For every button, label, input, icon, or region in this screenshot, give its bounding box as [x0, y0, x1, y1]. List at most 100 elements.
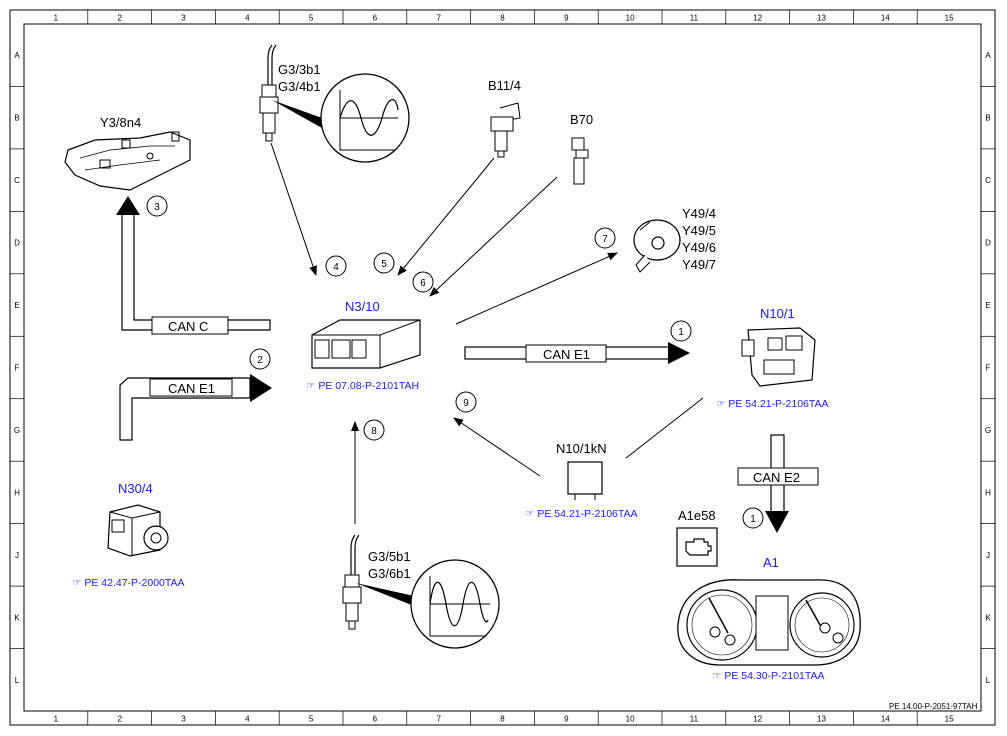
grid-column-3-top: 3	[181, 14, 186, 23]
numbered-markers: 3 4 5 6 7 1 2 9 8 1	[146, 195, 764, 529]
grid-column-14-top: 14	[881, 14, 890, 23]
n30-4-reference[interactable]: ☞ PE 42.47-P-2000TAA	[72, 577, 185, 589]
grid-row-L-left: L	[15, 676, 20, 685]
diagram-frame	[9, 9, 996, 726]
n3-10-label: N3/10	[345, 299, 380, 314]
grid-column-15-top: 15	[945, 14, 954, 23]
pointing-hand-icon: ☞	[525, 508, 537, 520]
n3-10-reference[interactable]: ☞ PE 07.08-P-2101TAH	[306, 380, 419, 392]
marker-3: 3	[146, 195, 168, 217]
can-e1-left-bus: CAN E1	[119, 374, 272, 441]
grid-column-8-bottom: 8	[500, 715, 505, 724]
a1e58-warning-lamp: A1e58	[676, 508, 718, 567]
line-relay-to-n10-1	[625, 397, 704, 459]
grid-row-F-left: F	[15, 364, 20, 373]
grid-column-1-top: 1	[54, 14, 59, 23]
b11-4-sensor: B11/4	[488, 78, 521, 158]
grid-row-D-left: D	[14, 239, 20, 248]
grid-row-A-left: A	[14, 51, 20, 60]
can-e1-right-bus: CAN E1	[464, 342, 690, 364]
svg-text:6: 6	[420, 278, 426, 289]
grid-column-9-bottom: 9	[564, 715, 569, 724]
grid-row-J-right: J	[986, 551, 990, 560]
svg-text:8: 8	[371, 426, 377, 437]
grid-column-11-bottom: 11	[690, 715, 699, 724]
grid-column-12-bottom: 12	[753, 715, 762, 724]
grid-column-1-bottom: 1	[54, 715, 59, 724]
a1-label: A1	[763, 555, 779, 570]
grid-column-5-top: 5	[309, 14, 314, 23]
grid-row-C-right: C	[985, 176, 991, 185]
grid-column-7-bottom: 7	[436, 715, 441, 724]
marker-2: 2	[249, 348, 271, 370]
n30-4-label: N30/4	[118, 481, 153, 496]
y49-6-label: Y49/6	[682, 240, 716, 255]
marker-6: 6	[412, 271, 434, 293]
svg-text:4: 4	[333, 262, 339, 273]
pointing-hand-icon: ☞	[306, 380, 318, 392]
grid-row-B-left: B	[14, 114, 19, 123]
g3-3b1-label: G3/3b1	[278, 62, 321, 77]
grid-row-D-right: D	[985, 239, 991, 248]
line-ecu-to-y49	[455, 252, 618, 325]
can-e1-right-label: CAN E1	[543, 347, 590, 362]
grid-column-12-top: 12	[753, 14, 762, 23]
grid-row-A-right: A	[985, 51, 991, 60]
n10-1kn-label: N10/1kN	[556, 441, 607, 456]
svg-text:7: 7	[602, 234, 608, 245]
grid-column-6-bottom: 6	[373, 715, 378, 724]
b11-4-label: B11/4	[488, 78, 521, 93]
svg-text:5: 5	[381, 259, 387, 270]
line-g3-to-ecu	[270, 142, 317, 276]
g3-4b1-label: G3/4b1	[278, 79, 321, 94]
marker-7: 7	[594, 227, 616, 249]
grid-row-B-right: B	[985, 114, 990, 123]
can-e1-left-label: CAN E1	[168, 381, 215, 396]
grid-row-G-left: G	[14, 426, 20, 435]
svg-text:2: 2	[257, 355, 263, 366]
grid-row-E-left: E	[14, 301, 19, 310]
n30-4-esp-unit: N30/4 ☞ PE 42.47-P-2000TAA	[72, 481, 185, 589]
g3-lower-oxygen-sensor: G3/5b1 G3/6b1	[342, 534, 500, 649]
a1-reference[interactable]: ☞ PE 54.30-P-2101TAA	[712, 670, 825, 682]
y3-8n4-label: Y3/8n4	[100, 115, 141, 130]
g3-6b1-label: G3/6b1	[368, 566, 411, 581]
grid-columns: 1122334455667788991010111112121313141415…	[54, 10, 954, 725]
y49-7-label: Y49/7	[682, 257, 716, 272]
g3-5b1-label: G3/5b1	[368, 549, 411, 564]
grid-row-C-left: C	[14, 176, 20, 185]
y49-camshaft-actuator: Y49/4 Y49/5 Y49/6 Y49/7	[633, 206, 716, 273]
grid-row-E-right: E	[985, 301, 990, 310]
grid-column-14-bottom: 14	[881, 715, 890, 724]
grid-column-13-bottom: 13	[817, 715, 826, 724]
grid-row-L-right: L	[986, 676, 991, 685]
pointing-hand-icon: ☞	[716, 398, 728, 410]
grid-column-13-top: 13	[817, 14, 826, 23]
marker-1-can-e1: 1	[670, 320, 692, 342]
b70-label: B70	[570, 112, 593, 127]
grid-column-7-top: 7	[436, 14, 441, 23]
b70-sensor: B70	[570, 112, 593, 185]
marker-8: 8	[363, 419, 385, 441]
a1e58-label: A1e58	[678, 508, 716, 523]
y49-4-label: Y49/4	[682, 206, 716, 221]
n3-10-engine-control-unit: N3/10 ☞ PE 07.08-P-2101TAH	[306, 299, 421, 392]
n10-1-reference[interactable]: ☞ PE 54.21-P-2106TAA	[716, 398, 829, 410]
can-c-label: CAN C	[168, 319, 208, 334]
grid-column-9-top: 9	[564, 14, 569, 23]
n10-1-control-unit: N10/1 ☞ PE 54.21-P-2106TAA	[716, 306, 829, 410]
svg-text:9: 9	[463, 398, 469, 409]
grid-column-4-bottom: 4	[245, 715, 250, 724]
grid-column-2-top: 2	[117, 14, 122, 23]
n10-1kn-reference[interactable]: ☞ PE 54.21-P-2106TAA	[525, 508, 638, 520]
svg-text:1: 1	[750, 514, 756, 525]
line-relay-to-ecu	[453, 417, 541, 477]
grid-column-10-top: 10	[626, 14, 635, 23]
grid-column-15-bottom: 15	[945, 715, 954, 724]
a1-instrument-cluster: A1 ☞ PE 54.30-P-2101TAA	[677, 555, 861, 682]
n10-1kn-relay: N10/1kN ☞ PE 54.21-P-2106TAA	[525, 441, 638, 520]
can-e2-bus: CAN E2	[737, 434, 819, 533]
grid-column-5-bottom: 5	[309, 715, 314, 724]
